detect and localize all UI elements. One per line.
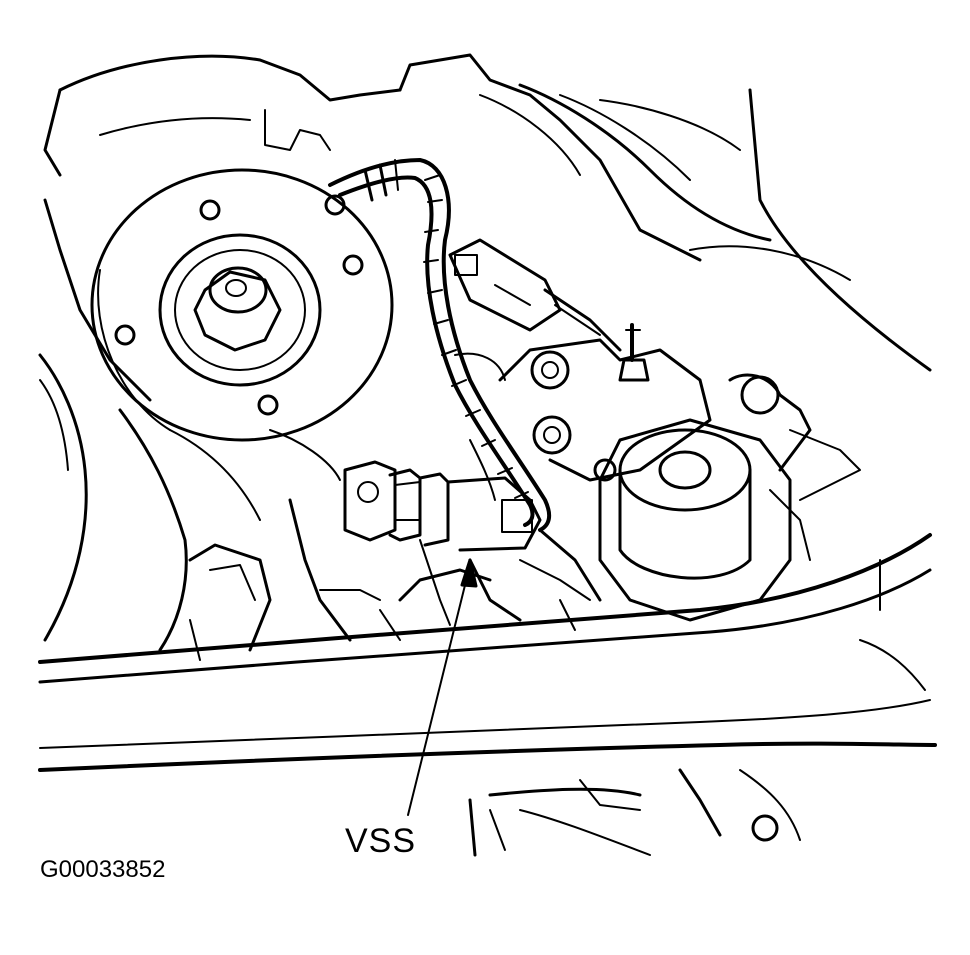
figure-id-label: G00033852 <box>40 856 166 883</box>
shift-bracket <box>498 323 712 482</box>
vehicle-speed-sensor <box>343 460 542 552</box>
cross-member <box>38 533 937 772</box>
vss-leader-line <box>407 558 478 816</box>
wire-harness <box>328 158 552 532</box>
left-chassis <box>38 198 272 661</box>
lower-housing <box>468 768 801 857</box>
harness-connector <box>448 238 622 352</box>
case-ribs <box>269 352 602 642</box>
vss-label: VSS <box>345 822 417 860</box>
output-flange <box>90 168 394 442</box>
upper-housing <box>43 53 932 372</box>
actuator-housing <box>593 373 861 622</box>
